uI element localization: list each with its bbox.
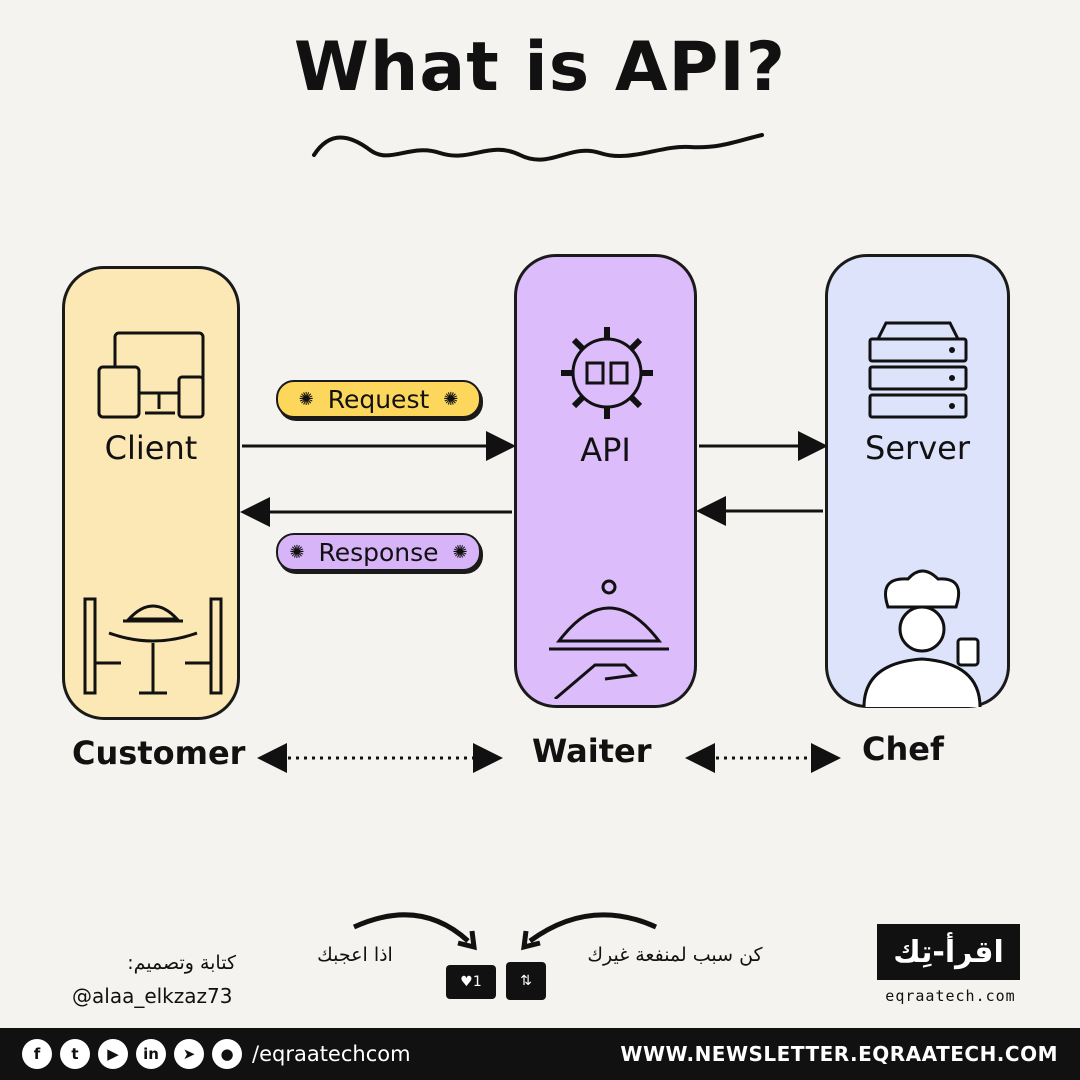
chef-icon [862,569,982,707]
credit-handle[interactable]: @alaa_elkzaz73 [72,984,233,1008]
flow-arrows [240,431,841,773]
server-rack-icon [868,321,968,419]
brand-logo[interactable]: اقرأ-تِك [877,924,1020,980]
curved-arrows [352,912,658,951]
like-count: 1 [472,974,482,990]
customer-label: Customer [72,734,246,772]
repost-button[interactable]: ⇅ [506,962,546,1000]
social-links: f t ▶ in ➤ ● [22,1039,242,1069]
api-card: API [514,254,697,708]
sparkle-icon: ✺ [289,541,305,563]
sparkle-icon: ✺ [452,541,468,563]
twitter-icon[interactable]: t [60,1039,90,1069]
server-label: Server [865,429,970,467]
request-pill: ✺ Request ✺ [276,380,481,418]
api-gear-plug-icon [561,327,653,419]
sparkle-icon: ✺ [443,388,459,410]
newsletter-link[interactable]: WWW.NEWSLETTER.EQRAATECH.COM [620,1042,1058,1066]
footer-bar: f t ▶ in ➤ ● /eqraatechcom WWW.NEWSLETTE… [0,1028,1080,1080]
brand-domain[interactable]: eqraatech.com [885,987,1016,1005]
client-card: Client [62,266,240,720]
like-prompt: اذا اعجبك [317,944,393,966]
share-prompt: كن سبب لمنفعة غيرك [587,944,763,966]
linkedin-icon[interactable]: in [136,1039,166,1069]
dining-table-icon [83,597,223,695]
title-underline-squiggle [312,133,764,162]
devices-icon [97,331,205,419]
response-pill: ✺ Response ✺ [276,533,481,571]
github-icon[interactable]: ● [212,1039,242,1069]
telegram-icon[interactable]: ➤ [174,1039,204,1069]
response-label: Response [318,537,439,567]
facebook-icon[interactable]: f [22,1039,52,1069]
page-title: What is API? [293,28,787,107]
heart-icon: ♥ [460,974,473,990]
chef-label: Chef [862,730,944,768]
credit-label: كتابة وتصميم: [127,952,236,974]
youtube-icon[interactable]: ▶ [98,1039,128,1069]
sparkle-icon: ✺ [298,388,314,410]
server-card: Server [825,254,1010,708]
repost-icon: ⇅ [520,973,532,989]
client-label: Client [104,429,198,467]
like-button[interactable]: ♥ 1 [446,965,496,999]
serving-cloche-icon [549,579,669,699]
waiter-label: Waiter [532,732,652,770]
api-label: API [580,431,631,469]
social-handle[interactable]: /eqraatechcom [252,1042,411,1066]
request-label: Request [327,384,430,414]
